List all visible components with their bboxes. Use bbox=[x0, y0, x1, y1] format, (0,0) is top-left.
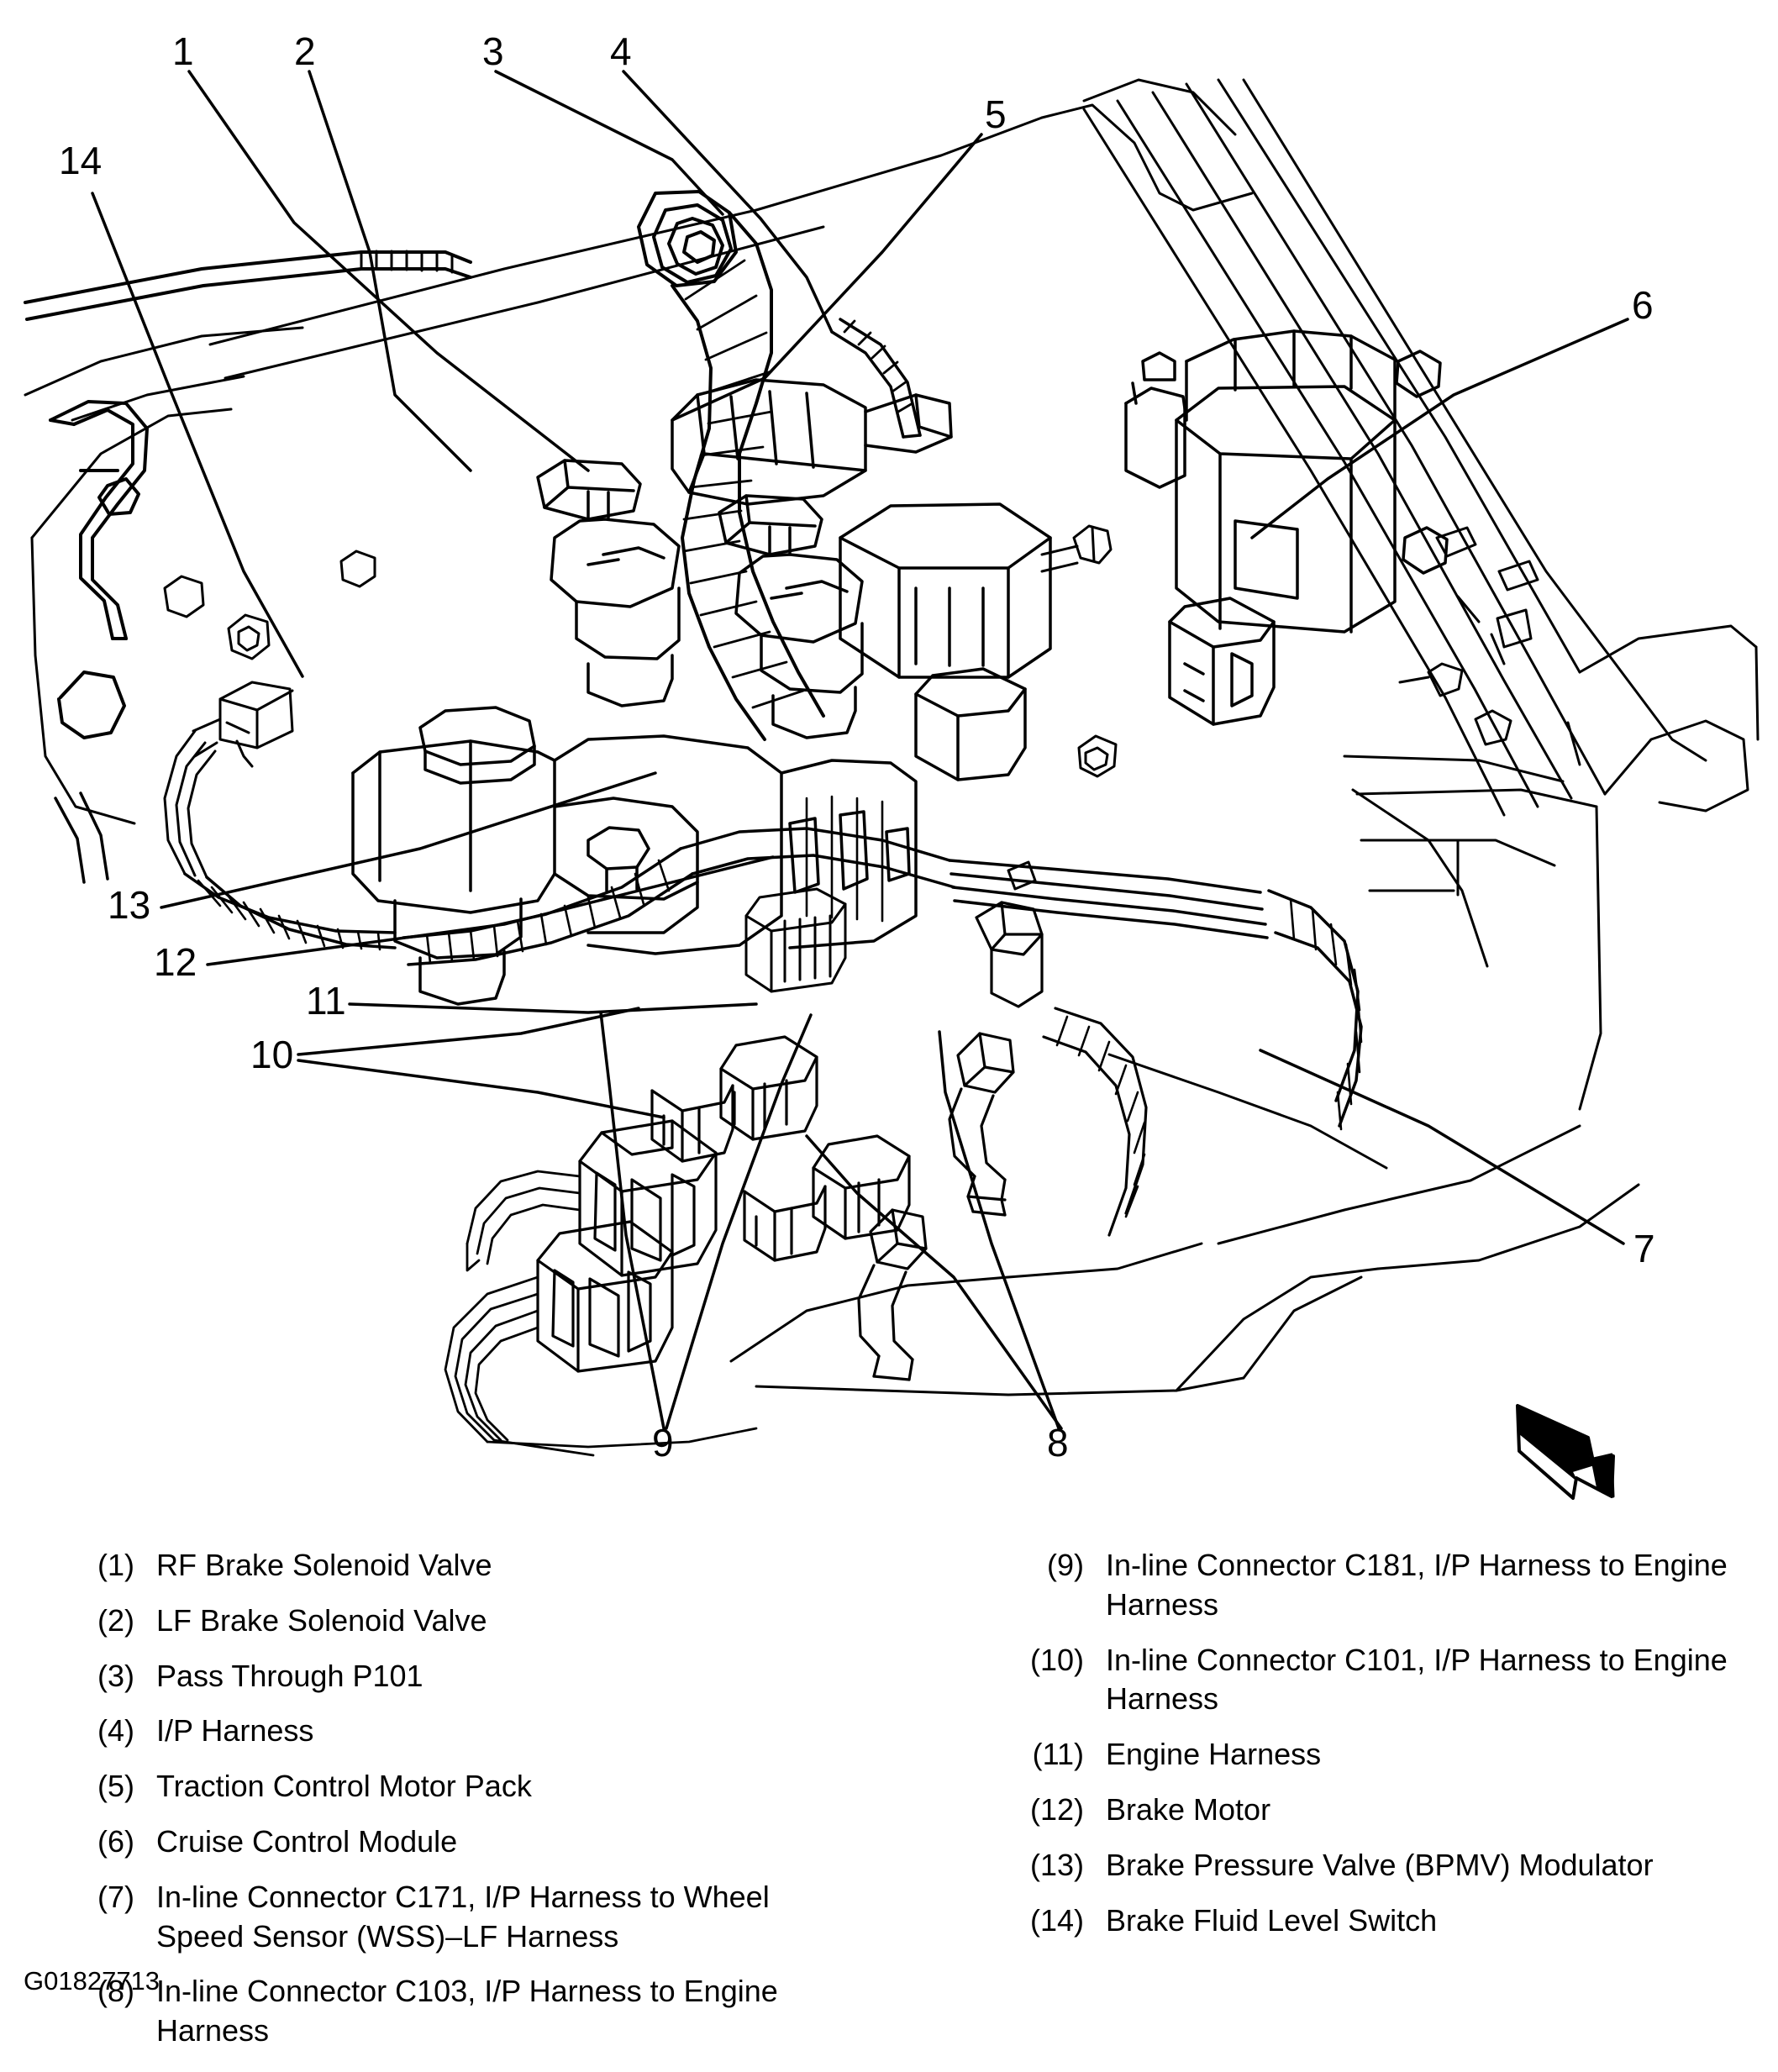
legend-item-12: (12) Brake Motor bbox=[1000, 1791, 1731, 1830]
legend-item-6: (6) Cruise Control Module bbox=[74, 1822, 830, 1862]
callout-10: 10 bbox=[250, 1033, 294, 1076]
legend-number-4: (4) bbox=[97, 1713, 134, 1749]
legend-item-14: (14) Brake Fluid Level Switch bbox=[1000, 1901, 1731, 1941]
legend-label-6: Cruise Control Module bbox=[156, 1823, 458, 1859]
legend-item-3: (3) Pass Through P101 bbox=[74, 1657, 830, 1696]
callout-7: 7 bbox=[1633, 1227, 1655, 1270]
callout-9: 9 bbox=[652, 1421, 674, 1465]
legend-label-8: In-line Connector C103, I/P Harness to E… bbox=[156, 1974, 778, 2048]
legend-label-1: RF Brake Solenoid Valve bbox=[156, 1548, 492, 1582]
legend-label-10: In-line Connector C101, I/P Harness to E… bbox=[1106, 1642, 1728, 1717]
callout-2: 2 bbox=[294, 29, 316, 73]
legend-label-11: Engine Harness bbox=[1106, 1737, 1322, 1772]
legend-number-7: (7) bbox=[97, 1879, 134, 1914]
callout-3: 3 bbox=[482, 29, 504, 73]
legend-item-8: (8) In-line Connector C103, I/P Harness … bbox=[74, 1972, 830, 2051]
callout-6: 6 bbox=[1632, 283, 1654, 327]
legend-item-13: (13) Brake Pressure Valve (BPMV) Modulat… bbox=[1000, 1846, 1731, 1885]
legend-number-2: (2) bbox=[97, 1602, 134, 1638]
component-legend: (1) RF Brake Solenoid Valve (2) LF Brake… bbox=[0, 1546, 1778, 2048]
legend-column-right: (9) In-line Connector C181, I/P Harness … bbox=[1000, 1546, 1731, 1956]
legend-item-5: (5) Traction Control Motor Pack bbox=[74, 1767, 830, 1806]
legend-item-2: (2) LF Brake Solenoid Valve bbox=[74, 1601, 830, 1641]
legend-number-3: (3) bbox=[97, 1658, 134, 1693]
legend-label-12: Brake Motor bbox=[1106, 1791, 1271, 1827]
legend-column-left: (1) RF Brake Solenoid Valve (2) LF Brake… bbox=[74, 1546, 830, 2067]
legend-item-1: (1) RF Brake Solenoid Valve bbox=[74, 1546, 830, 1586]
callout-1: 1 bbox=[172, 29, 194, 73]
callout-8: 8 bbox=[1047, 1421, 1069, 1465]
legend-number-14: (14) bbox=[1029, 1902, 1084, 1938]
legend-number-5: (5) bbox=[97, 1769, 134, 1804]
callout-14: 14 bbox=[59, 139, 103, 182]
legend-number-8: (8) bbox=[97, 1974, 134, 2009]
legend-label-4: I/P Harness bbox=[156, 1713, 314, 1749]
legend-item-11: (11) Engine Harness bbox=[1000, 1735, 1731, 1775]
legend-label-5: Traction Control Motor Pack bbox=[156, 1769, 532, 1804]
direction-arrow-icon bbox=[1512, 1391, 1639, 1508]
legend-label-7: In-line Connector C171, I/P Harness to W… bbox=[156, 1879, 770, 1954]
callout-4: 4 bbox=[610, 29, 632, 73]
callout-11: 11 bbox=[306, 979, 346, 1023]
callout-5: 5 bbox=[985, 92, 1007, 136]
legend-item-10: (10) In-line Connector C101, I/P Harness… bbox=[1000, 1641, 1731, 1720]
legend-number-13: (13) bbox=[1029, 1847, 1084, 1882]
legend-item-9: (9) In-line Connector C181, I/P Harness … bbox=[1000, 1546, 1731, 1625]
legend-label-3: Pass Through P101 bbox=[156, 1658, 423, 1693]
legend-number-10: (10) bbox=[1029, 1642, 1084, 1677]
legend-number-1: (1) bbox=[97, 1548, 134, 1582]
legend-number-6: (6) bbox=[97, 1823, 134, 1859]
legend-item-4: (4) I/P Harness bbox=[74, 1712, 830, 1751]
legend-number-11: (11) bbox=[1032, 1737, 1084, 1772]
figure-id-code: G01827713 bbox=[24, 1966, 160, 1996]
callout-13: 13 bbox=[108, 883, 151, 927]
callout-12: 12 bbox=[154, 940, 197, 984]
callout-number-layer: 1 2 3 4 5 6 7 8 9 10 11 12 13 14 bbox=[59, 29, 1655, 1465]
legend-label-13: Brake Pressure Valve (BPMV) Modulator bbox=[1106, 1847, 1654, 1882]
legend-label-2: LF Brake Solenoid Valve bbox=[156, 1602, 487, 1638]
legend-label-9: In-line Connector C181, I/P Harness to E… bbox=[1106, 1548, 1728, 1622]
legend-number-12: (12) bbox=[1029, 1791, 1084, 1827]
legend-number-9: (9) bbox=[1047, 1548, 1084, 1582]
legend-item-7: (7) In-line Connector C171, I/P Harness … bbox=[74, 1878, 830, 1957]
engine-bay-line-drawing bbox=[24, 70, 1760, 1457]
legend-label-14: Brake Fluid Level Switch bbox=[1106, 1902, 1438, 1938]
